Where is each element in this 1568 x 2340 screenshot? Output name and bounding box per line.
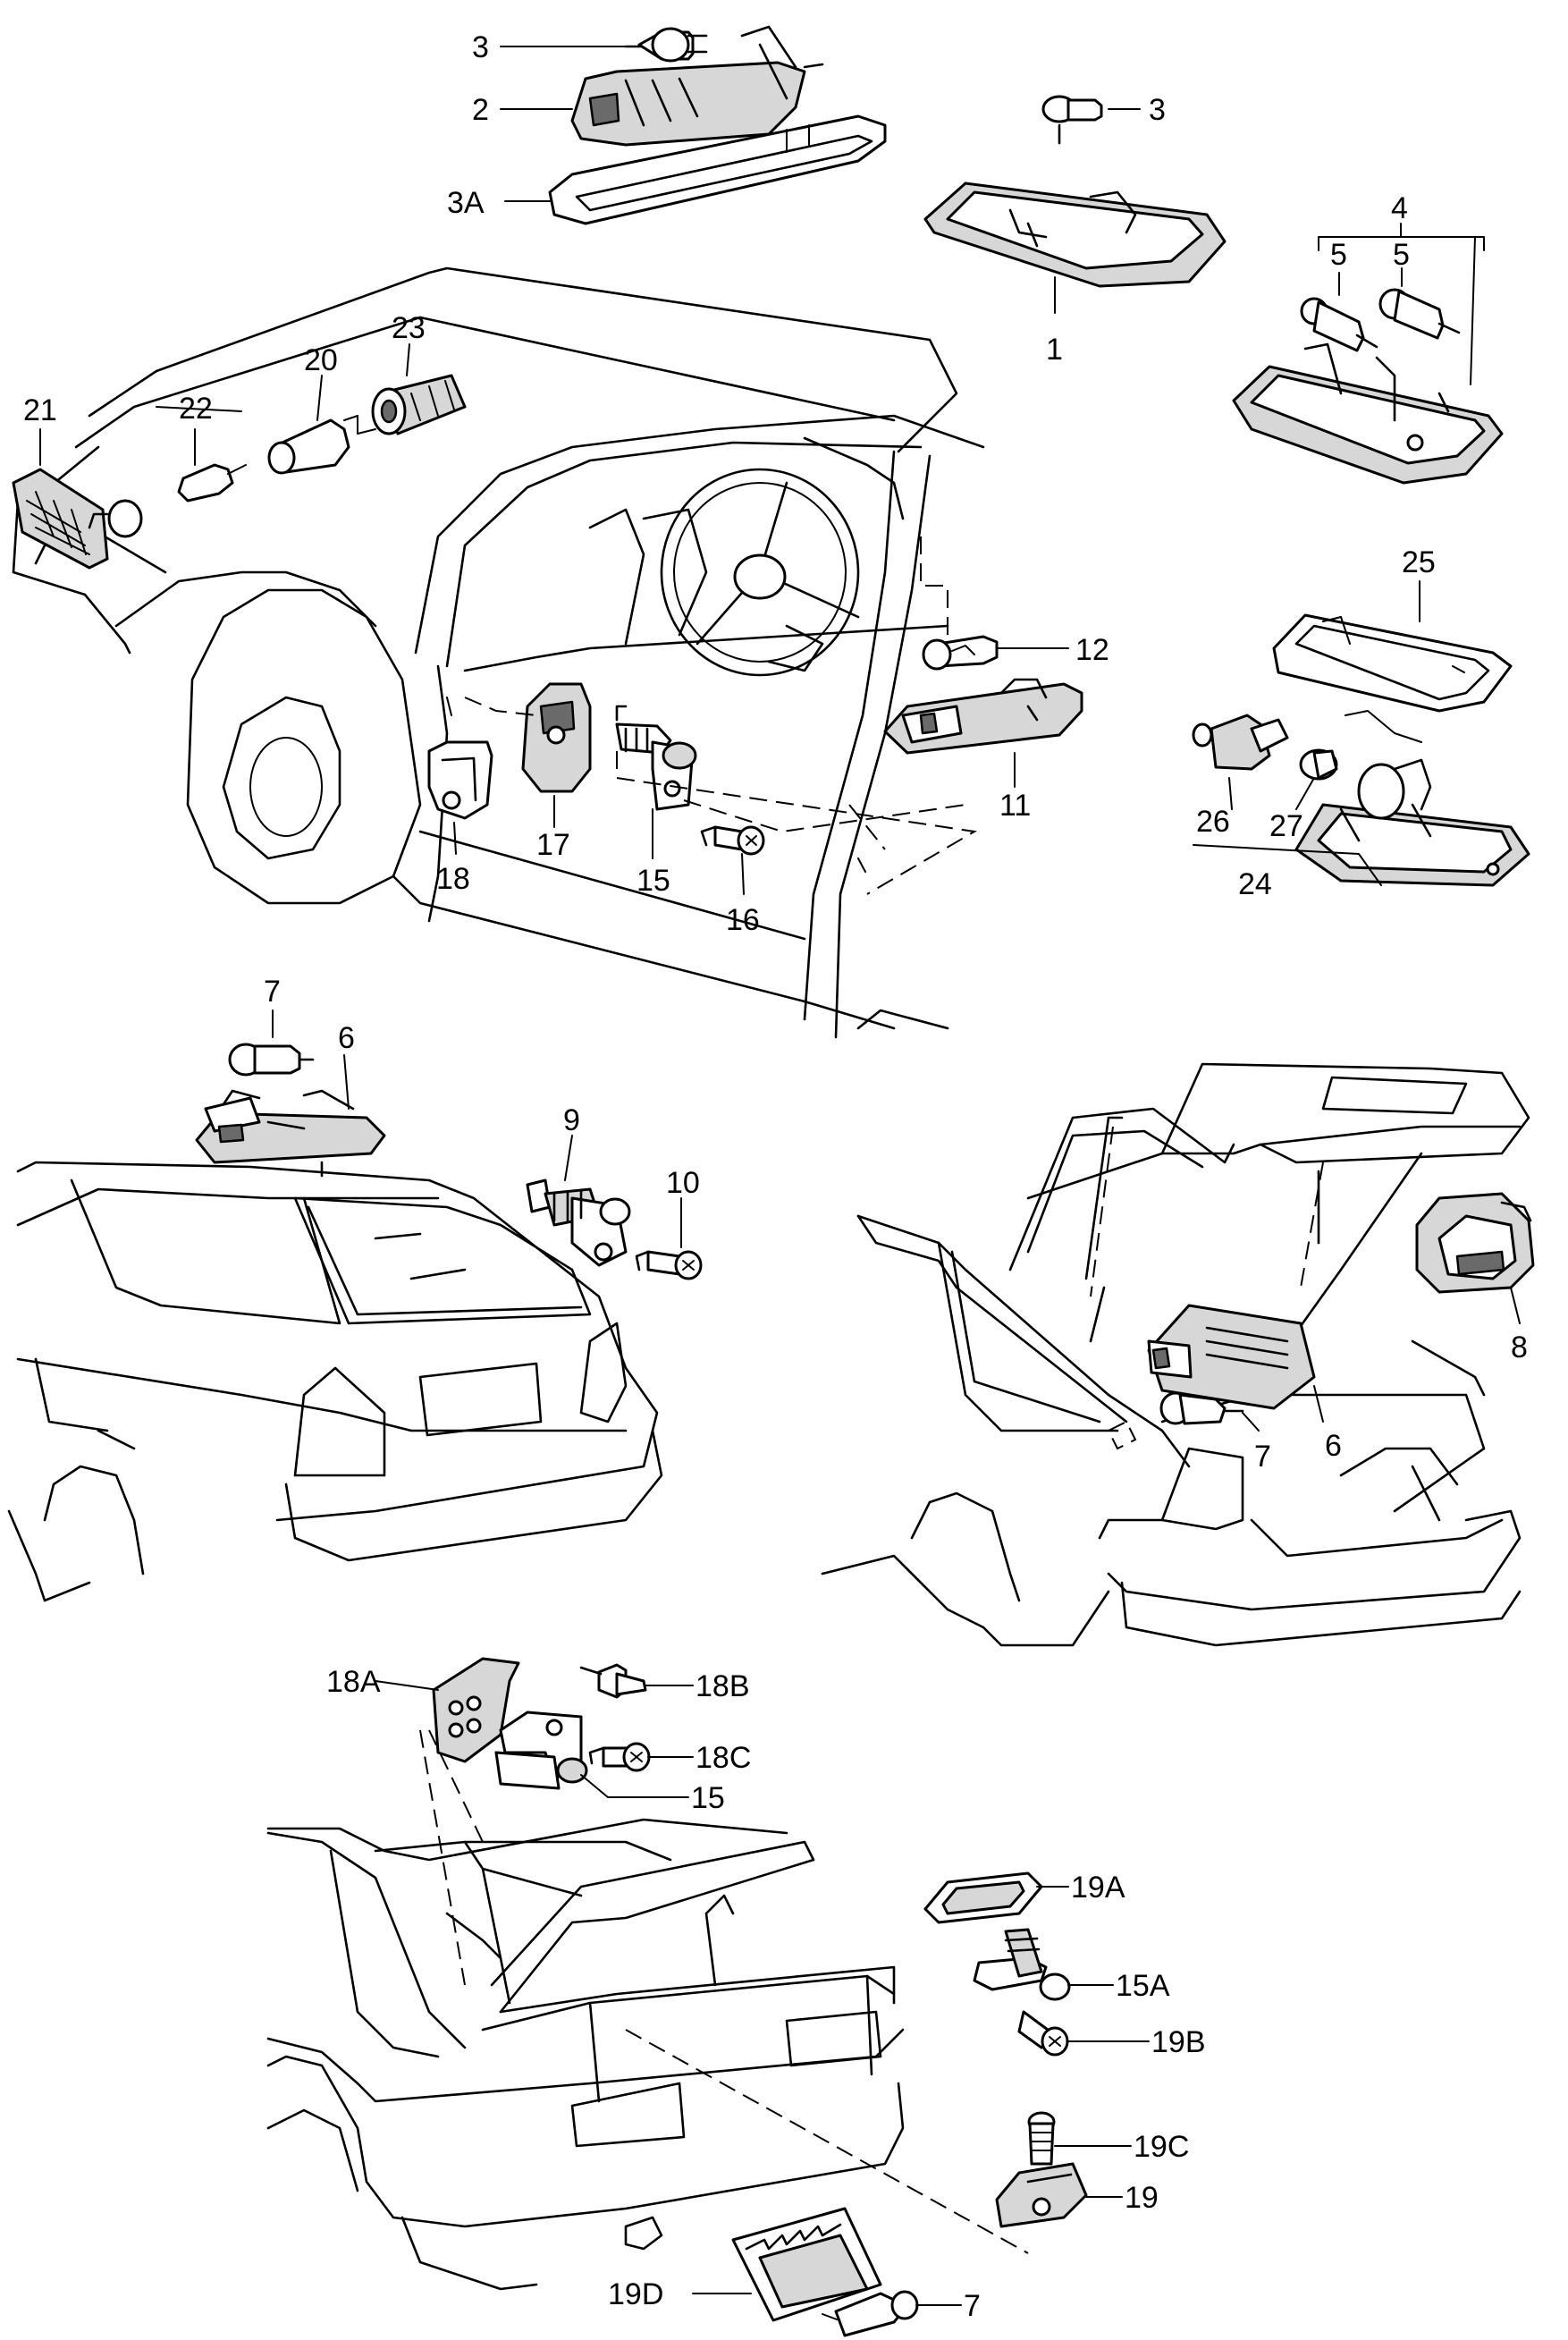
assembly-dashes — [464, 536, 977, 895]
leader-lines — [39, 46, 1521, 2306]
lens-19a — [923, 1871, 1043, 1924]
label-18c: 18C — [695, 1741, 751, 1775]
label-4: 4 — [1391, 191, 1408, 225]
label-12: 12 — [1075, 633, 1109, 667]
notchback-car-outline — [266, 1729, 1029, 2291]
label-26: 26 — [1196, 805, 1230, 839]
switch-15-low — [494, 1711, 588, 1790]
label-27: 27 — [1269, 809, 1303, 843]
label-16: 16 — [726, 903, 760, 937]
bracket-18a — [432, 1657, 520, 1763]
label-3-top: 3 — [472, 30, 489, 64]
label-8: 8 — [1511, 1331, 1528, 1364]
label-18a: 18A — [326, 1665, 381, 1699]
label-15a: 15A — [1116, 1969, 1170, 2003]
label-19: 19 — [1125, 2181, 1159, 2215]
label-3a: 3A — [447, 186, 485, 220]
screw-18c — [588, 1742, 651, 1772]
bulb-7-mid — [228, 1043, 315, 1077]
label-6-mid: 6 — [338, 1021, 355, 1055]
label-2: 2 — [472, 93, 489, 127]
label-1: 1 — [1046, 333, 1063, 367]
label-19d: 19D — [608, 2277, 663, 2311]
label-9: 9 — [563, 1103, 580, 1137]
label-23: 23 — [392, 311, 426, 345]
switch-18 — [427, 740, 493, 820]
bulb-7-right — [1107, 1391, 1244, 1450]
label-7-right: 7 — [1254, 1440, 1271, 1474]
bulb-3-top — [624, 27, 708, 63]
screw-10 — [635, 1250, 703, 1280]
cover-17 — [521, 682, 592, 793]
side-lamp-21 — [12, 468, 143, 570]
switch-9 — [526, 1178, 631, 1267]
lamp-24 — [1294, 710, 1530, 887]
label-20: 20 — [304, 343, 338, 377]
lamp-1 — [923, 182, 1227, 288]
cap-23 — [371, 374, 467, 435]
label-18b: 18B — [695, 1669, 750, 1703]
screw-19b — [1017, 2010, 1069, 2057]
lamp-8 — [1415, 1192, 1535, 1294]
label-19c: 19C — [1134, 2130, 1189, 2164]
bulb-5-left — [1300, 297, 1378, 352]
label-22: 22 — [179, 392, 213, 426]
bracket-19 — [995, 2162, 1088, 2228]
label-24: 24 — [1238, 867, 1272, 901]
label-11: 11 — [999, 789, 1031, 823]
label-19a: 19A — [1071, 1871, 1125, 1905]
part-labels: 3 2 3A 3 1 4 5 5 21 22 20 23 12 11 25 26… — [23, 30, 1528, 2323]
label-5-right: 5 — [1393, 238, 1410, 272]
bulb-20 — [267, 415, 376, 475]
bulb-3-right — [1041, 95, 1103, 145]
bulb-12 — [922, 635, 999, 671]
lens-25 — [1272, 613, 1513, 713]
lens-19d — [731, 2207, 882, 2322]
lamp-6-mid — [195, 1089, 386, 1178]
lamp-6-right — [1147, 1304, 1316, 1410]
pin-18b — [579, 1663, 647, 1699]
label-5-left: 5 — [1330, 238, 1347, 272]
label-18: 18 — [436, 862, 470, 896]
hatchback-car-outline — [7, 1161, 663, 1602]
bulb-22 — [177, 463, 247, 503]
label-10: 10 — [666, 1166, 700, 1200]
holder-26 — [1192, 714, 1289, 771]
label-25: 25 — [1402, 545, 1436, 579]
label-21: 21 — [23, 393, 57, 427]
lamp-11 — [883, 678, 1083, 755]
lens-3a — [548, 114, 887, 225]
label-7-low: 7 — [964, 2289, 981, 2323]
label-15: 15 — [636, 864, 670, 898]
label-19b: 19B — [1151, 2025, 1206, 2059]
label-7-mid: 7 — [264, 975, 281, 1009]
label-6-right: 6 — [1325, 1429, 1342, 1463]
screw-19c — [1027, 2111, 1056, 2166]
bulb-5-right — [1378, 288, 1461, 340]
lamp-housing-2 — [570, 25, 824, 147]
switch-15a — [973, 1928, 1071, 2001]
label-3-right: 3 — [1149, 93, 1166, 127]
lamp-4 — [1232, 342, 1504, 485]
bulb-27 — [1299, 748, 1338, 781]
car-interior-outline — [12, 266, 985, 1039]
switch-15 — [615, 705, 697, 811]
label-15-low: 15 — [691, 1781, 725, 1815]
label-17: 17 — [536, 828, 570, 862]
screw-16 — [700, 825, 765, 856]
